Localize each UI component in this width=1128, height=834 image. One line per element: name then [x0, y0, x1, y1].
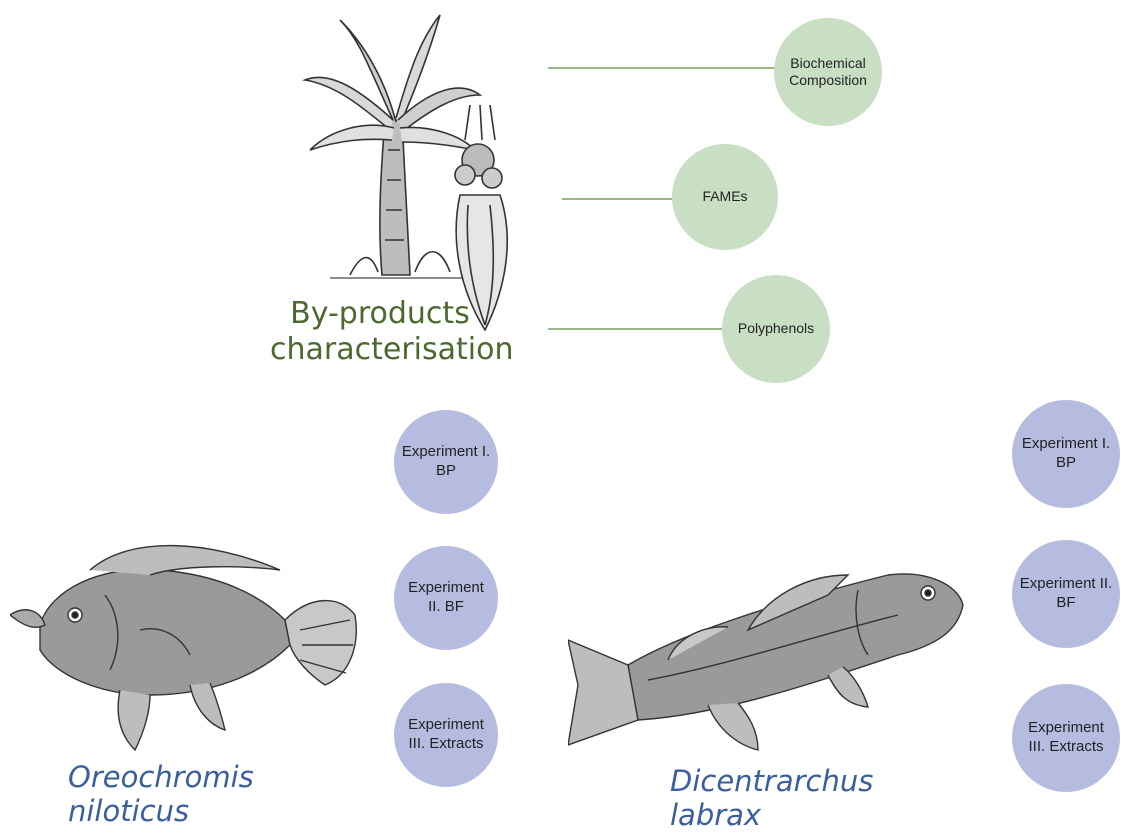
oreochromis-experiment-3: Experiment III. Extracts	[394, 683, 498, 787]
experiment-label: Experiment III. Extracts	[1018, 719, 1114, 757]
species-name-line2: labrax	[670, 798, 873, 832]
connector-fames	[562, 198, 672, 200]
byproducts-title-line1: By-products	[270, 296, 490, 332]
sea-bass-fish-illustration	[568, 555, 968, 755]
experiment-label: Experiment II. BF	[400, 579, 492, 617]
species-name-line1: Dicentrarchus	[670, 764, 873, 798]
analysis-polyphenols: Polyphenols	[722, 275, 830, 383]
dicentrarchus-experiment-2: Experiment II. BF	[1012, 540, 1120, 648]
experiment-label: Experiment III. Extracts	[400, 716, 492, 754]
species-name-oreochromis: Oreochromis niloticus	[68, 760, 254, 828]
analysis-label: FAMEs	[702, 188, 747, 206]
species-name-dicentrarchus: Dicentrarchus labrax	[670, 764, 873, 832]
experiment-label: Experiment II. BF	[1018, 575, 1114, 613]
species-name-line1: Oreochromis	[68, 760, 254, 794]
byproducts-title-line2: characterisation	[270, 332, 490, 368]
analysis-label: Biochemical Composition	[780, 55, 876, 90]
experiment-label: Experiment I. BP	[400, 443, 492, 481]
connector-biochemical	[548, 67, 776, 69]
oreochromis-experiment-2: Experiment II. BF	[394, 546, 498, 650]
byproducts-title: By-products characterisation	[270, 296, 490, 368]
dicentrarchus-experiment-1: Experiment I. BP	[1012, 400, 1120, 508]
oreochromis-experiment-1: Experiment I. BP	[394, 410, 498, 514]
species-name-line2: niloticus	[68, 794, 254, 828]
tilapia-fish-illustration	[10, 535, 360, 755]
analysis-label: Polyphenols	[738, 320, 814, 338]
analysis-biochemical-composition: Biochemical Composition	[774, 18, 882, 126]
experiment-label: Experiment I. BP	[1018, 435, 1114, 473]
connector-polyphenols	[548, 328, 724, 330]
analysis-fames: FAMEs	[672, 144, 778, 250]
banana-plant-illustration	[290, 10, 550, 340]
dicentrarchus-experiment-3: Experiment III. Extracts	[1012, 684, 1120, 792]
